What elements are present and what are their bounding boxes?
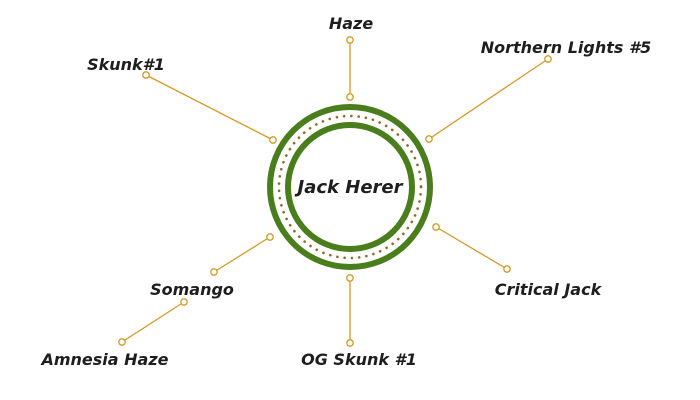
node-label-skunk1: Skunk#1 [87,55,165,74]
node-label-haze: Haze [329,14,374,33]
node-label-og-skunk-1: OG Skunk #1 [301,350,417,369]
endpoint-northern-lights-inner [425,135,433,143]
connector-amnesia-haze [121,301,185,343]
connectors [121,40,549,343]
node-label-northern-lights-5: Northern Lights #5 [481,38,652,57]
connector-northern-lights-5 [428,58,549,140]
inner-ring [285,122,415,252]
center-label: Jack Herer [295,177,404,198]
connector-somango [213,236,271,273]
endpoint-skunk1-outer [142,71,150,79]
endpoint-critical-jack-outer [503,265,511,273]
endpoint-northern-lights-outer [544,55,552,63]
endpoint-og-skunk-inner [346,274,354,282]
node-label-critical-jack: Critical Jack [495,280,603,299]
dotted-ring [277,114,423,260]
endpoint-critical-jack-inner [432,223,440,231]
endpoint-skunk1-inner [269,136,277,144]
endpoint-og-skunk-outer [346,339,354,347]
endpoint-somango-outer [210,268,218,276]
endpoint-amnesia-outer [118,338,126,346]
endpoint-haze-outer [346,36,354,44]
connector-critical-jack [435,226,508,270]
endpoint-amnesia-inner [180,298,188,306]
connector-endpoints [118,36,552,347]
endpoint-somango-inner [266,233,274,241]
endpoint-haze-inner [346,93,354,101]
node-label-amnesia-haze: Amnesia Haze [39,350,168,369]
outer-ring [267,104,433,270]
connector-skunk1 [145,74,274,141]
node-label-somango: Somango [150,280,234,299]
